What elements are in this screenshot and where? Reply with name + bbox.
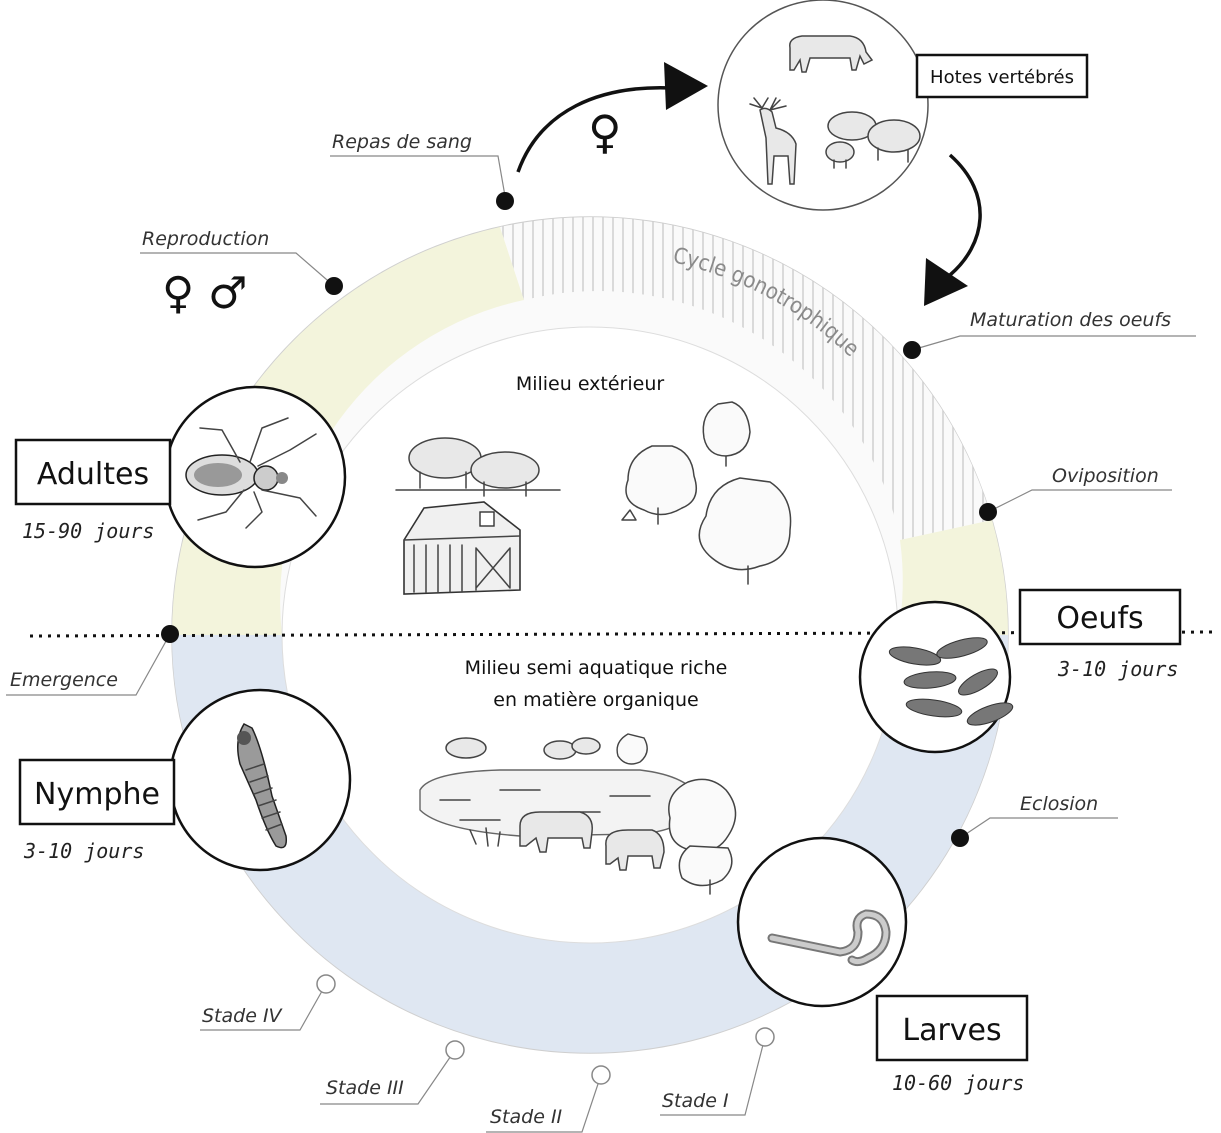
dot-stade-iii (445, 1040, 465, 1060)
arrow-from-host (948, 153, 982, 277)
label-stade-iv: Stade IV (202, 1005, 284, 1027)
dot-maturation (903, 341, 921, 359)
larves-duration: 10-60 jours (892, 1071, 1024, 1095)
dot-oviposition (979, 503, 997, 521)
cow-icon (605, 829, 665, 871)
label-stade-ii: Stade II (490, 1106, 563, 1128)
eggs-circle (858, 600, 1014, 754)
label-reproduction: Reproduction (142, 228, 269, 250)
leader-lines (6, 155, 1196, 1133)
adultes-duration: 15-90 jours (22, 519, 154, 543)
cow-icon (445, 737, 487, 759)
event-labels: Repas de sang Reproduction Maturation de… (10, 131, 1171, 1128)
dot-eclosion (951, 829, 969, 847)
label-maturation: Maturation des oeufs (970, 309, 1171, 331)
host-circle (717, 0, 929, 211)
adultes-box (14, 438, 172, 506)
adultes-label: Adultes (37, 457, 149, 492)
hotes-box (915, 53, 1089, 99)
dot-stade-i (755, 1027, 775, 1047)
pond-scene (419, 733, 737, 895)
dot-stade-iv (316, 974, 336, 994)
male-symbol: ♂ (208, 268, 247, 319)
label-stade-i: Stade I (662, 1090, 729, 1112)
hotes-label: Hotes vertébrés (930, 67, 1074, 88)
pupa-icon (237, 723, 288, 849)
host-arrows (516, 62, 982, 306)
adult-circle (163, 385, 347, 569)
arrow-to-host-head (664, 62, 708, 110)
label-emergence: Emergence (10, 669, 118, 691)
eggs-icon (888, 637, 1014, 726)
midge-icon (185, 417, 317, 529)
env-exterieur-label: Milieu extérieur (516, 373, 665, 395)
female-symbol: ♀ (162, 268, 194, 319)
cow-icon (789, 35, 874, 73)
larves-box (875, 994, 1029, 1062)
dot-repas (496, 192, 514, 210)
nymphe-label: Nymphe (34, 777, 160, 812)
nymph-circle (168, 688, 352, 872)
sheep-icon (825, 111, 921, 169)
tree-icon (616, 733, 648, 765)
sheep-icon (543, 740, 577, 760)
tree-icon (668, 778, 737, 895)
label-stade-iii: Stade III (326, 1077, 404, 1099)
nymphe-box (18, 758, 176, 826)
oeufs-box (1018, 588, 1182, 646)
dot-stade-ii (591, 1065, 611, 1085)
female-symbol-blood-meal: ♀ (588, 105, 622, 159)
arrow-to-host (516, 86, 673, 173)
label-eclosion: Eclosion (1020, 793, 1098, 815)
exterior-scene (395, 401, 792, 595)
cow-icon (519, 811, 593, 853)
deer-icon (749, 97, 797, 185)
arrow-from-host-head (924, 258, 968, 306)
dot-emergence (161, 625, 179, 643)
nymphe-duration: 3-10 jours (23, 839, 144, 863)
oeufs-label: Oeufs (1056, 601, 1143, 636)
label-oviposition: Oviposition (1052, 465, 1159, 487)
env-aquatique-line1: Milieu semi aquatique riche (465, 657, 728, 679)
reeds (469, 827, 501, 847)
gonotrophic-band (500, 217, 992, 540)
barn-icon (403, 501, 521, 595)
sheep-icon (571, 737, 601, 755)
env-aquatique-line2: en matière organique (493, 689, 698, 711)
tree-icon (621, 401, 792, 585)
label-repas: Repas de sang (332, 131, 472, 153)
oeufs-duration: 3-10 jours (1057, 657, 1178, 681)
sheep-icon (395, 437, 561, 497)
larva-circle (736, 836, 908, 1008)
event-dots (161, 192, 997, 1085)
larva-icon (767, 909, 891, 967)
dot-reproduction (325, 277, 343, 295)
larves-label: Larves (902, 1013, 1001, 1048)
